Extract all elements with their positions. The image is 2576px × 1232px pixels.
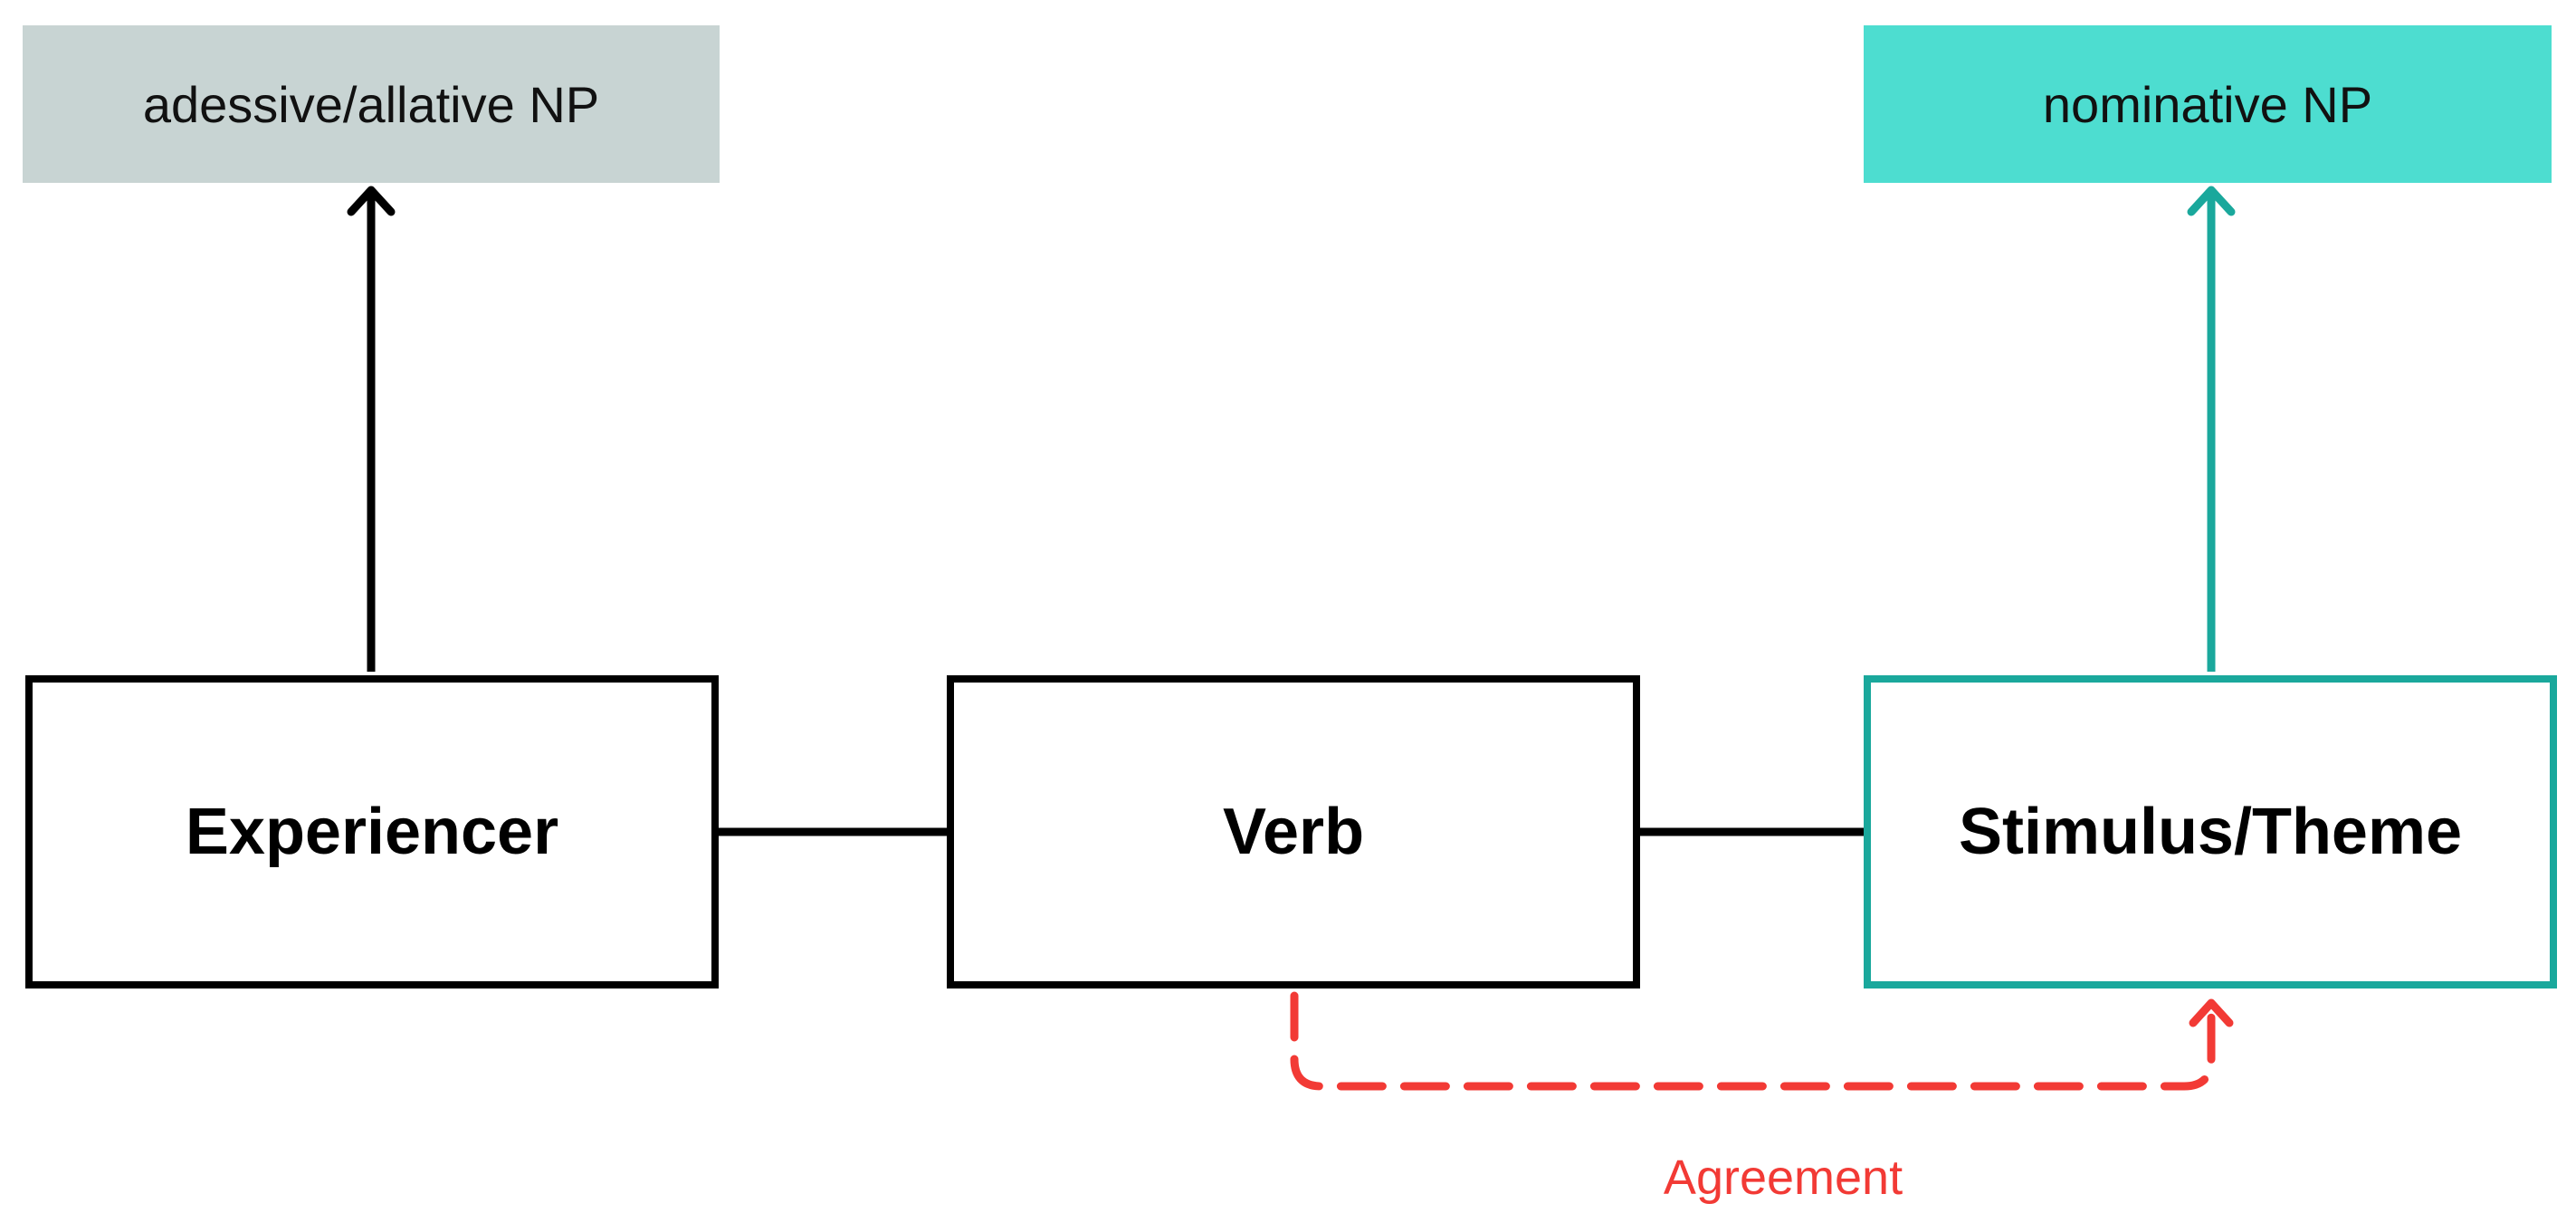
- stimulus-to-nominative-arrowhead: [2187, 186, 2236, 216]
- nominative-np-box: nominative NP: [1864, 25, 2552, 183]
- experiencer-to-adessive-arrowhead: [347, 186, 396, 216]
- agreement-dashed-arrow: [1290, 991, 2216, 1091]
- adessive-allative-np-label: adessive/allative NP: [142, 75, 600, 133]
- agreement-arrowhead: [2189, 998, 2234, 1027]
- agreement-label: Agreement: [1663, 1151, 1903, 1205]
- stimulus-theme-label: Stimulus/Theme: [1958, 796, 2463, 868]
- experiencer-label: Experiencer: [185, 796, 559, 868]
- nominative-np-label: nominative NP: [2042, 75, 2373, 133]
- stimulus-theme-box: Stimulus/Theme: [1864, 675, 2557, 988]
- adessive-allative-np-box: adessive/allative NP: [23, 25, 720, 183]
- verb-box: Verb: [947, 675, 1640, 988]
- experiencer-box: Experiencer: [25, 675, 719, 988]
- verb-label: Verb: [1222, 796, 1365, 868]
